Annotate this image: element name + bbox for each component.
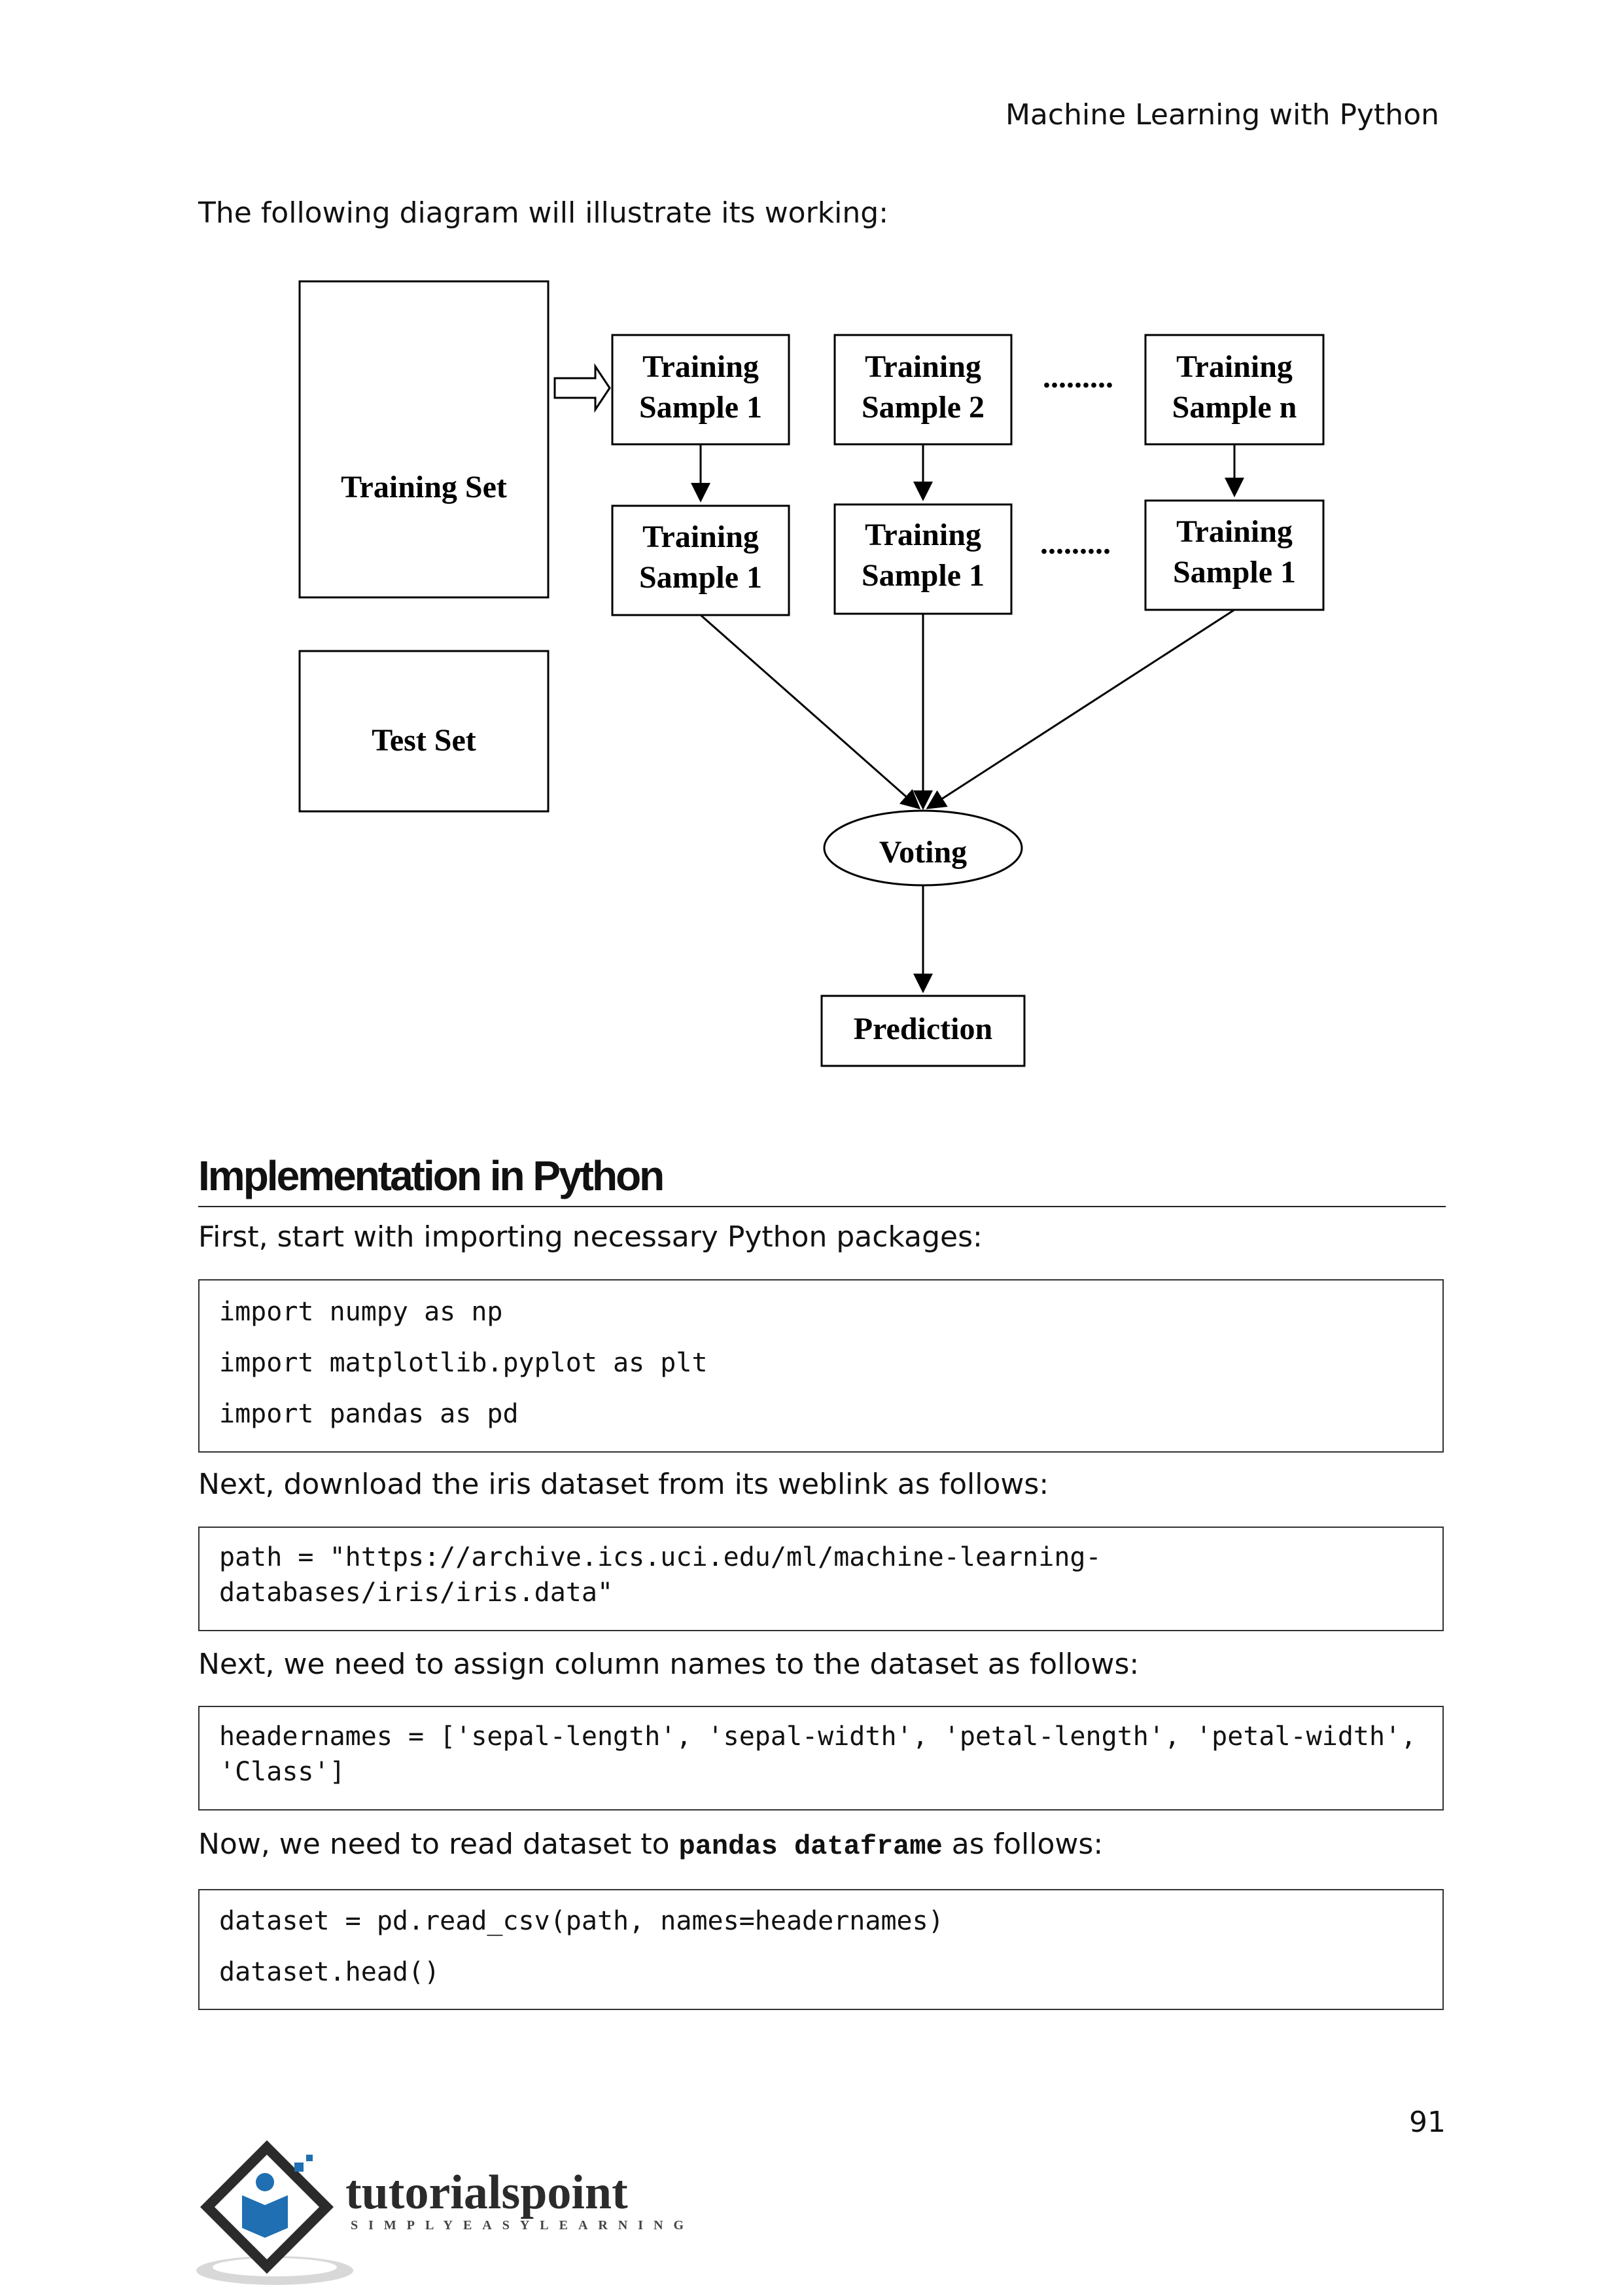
training-set-box [298,280,550,599]
sample-r2-1-line1: Training [642,520,759,554]
sample-r2-n-line2: Sample 1 [1173,555,1296,590]
intro-paragraph: The following diagram will illustrate it… [198,196,889,230]
voting-label: Voting [879,835,967,870]
code-block-read: dataset = pd.read_csv(path, names=header… [198,1889,1444,2010]
logo-text: tutorialspoint [345,2166,628,2219]
code-line: import matplotlib.pyplot as plt [219,1348,708,1378]
test-set-box [298,650,550,813]
ellipsis-r2: ......... [1040,526,1111,561]
code-line: headernames = ['sepal-length', 'sepal-wi… [219,1722,1417,1752]
hollow-arrow-icon [553,363,611,413]
arrow-r2-n-to-voting [926,609,1235,809]
code-block-imports: import numpy as np import matplotlib.pyp… [198,1279,1444,1453]
tutorialspoint-logo: tutorialspoint SIMPLYEASYLEARNING [196,2136,720,2293]
logo-tagline: SIMPLYEASYLEARNING [351,2218,694,2233]
sample-r1-2-line1: Training [865,349,981,384]
code-line: import pandas as pd [219,1399,519,1429]
sample-r1-n-line2: Sample n [1172,390,1297,425]
sample-r1-2-line2: Sample 2 [862,390,985,425]
sample-r1-1-line2: Sample 1 [639,390,762,425]
sample-r2-2-line2: Sample 1 [862,558,985,593]
paragraph-4: Now, we need to read dataset to pandas d… [198,1828,1103,1862]
page-number: 91 [1409,2106,1446,2139]
ellipsis-r1: ......... [1043,360,1113,395]
inline-code: pandas dataframe [678,1831,943,1862]
paragraph-3: Next, we need to assign column names to … [198,1648,1140,1681]
paragraph-4-tail: as follows: [942,1828,1104,1861]
paragraph-4-text: Now, we need to read dataset to [198,1828,679,1861]
code-line: path = "https://archive.ics.uci.edu/ml/m… [219,1542,1102,1572]
training-set-label: Training Set [341,470,507,504]
section-title: Implementation in Python [198,1152,665,1199]
code-line: import numpy as np [219,1297,503,1327]
test-set-label: Test Set [372,723,476,758]
sample-r2-1-line2: Sample 1 [639,560,762,595]
paragraph-2: Next, download the iris dataset from its… [198,1468,1049,1501]
code-line: dataset.head() [219,1957,440,1987]
code-block-path: path = "https://archive.ics.uci.edu/ml/m… [198,1527,1444,1631]
code-line: databases/iris/iris.data" [219,1578,614,1608]
prediction-box [820,995,1026,1067]
sample-r1-1-line1: Training [642,349,759,384]
arrow-r2-1-to-voting [700,614,921,809]
section-rule [198,1206,1446,1207]
bagging-diagram: Training Set Test Set Training Sample 1 … [298,280,1325,1067]
sample-r1-n-line1: Training [1176,349,1293,384]
sample-r2-2-line1: Training [865,518,981,552]
sample-r2-n-line1: Training [1176,514,1293,549]
code-line: 'Class'] [219,1757,345,1787]
paragraph-1: First, start with importing necessary Py… [198,1220,983,1254]
prediction-label: Prediction [854,1012,992,1046]
running-header: Machine Learning with Python [1005,98,1439,132]
code-line: dataset = pd.read_csv(path, names=header… [219,1906,944,1936]
code-block-headers: headernames = ['sepal-length', 'sepal-wi… [198,1706,1444,1810]
logo-icon: tutorialspoint SIMPLYEASYLEARNING [196,2140,694,2285]
